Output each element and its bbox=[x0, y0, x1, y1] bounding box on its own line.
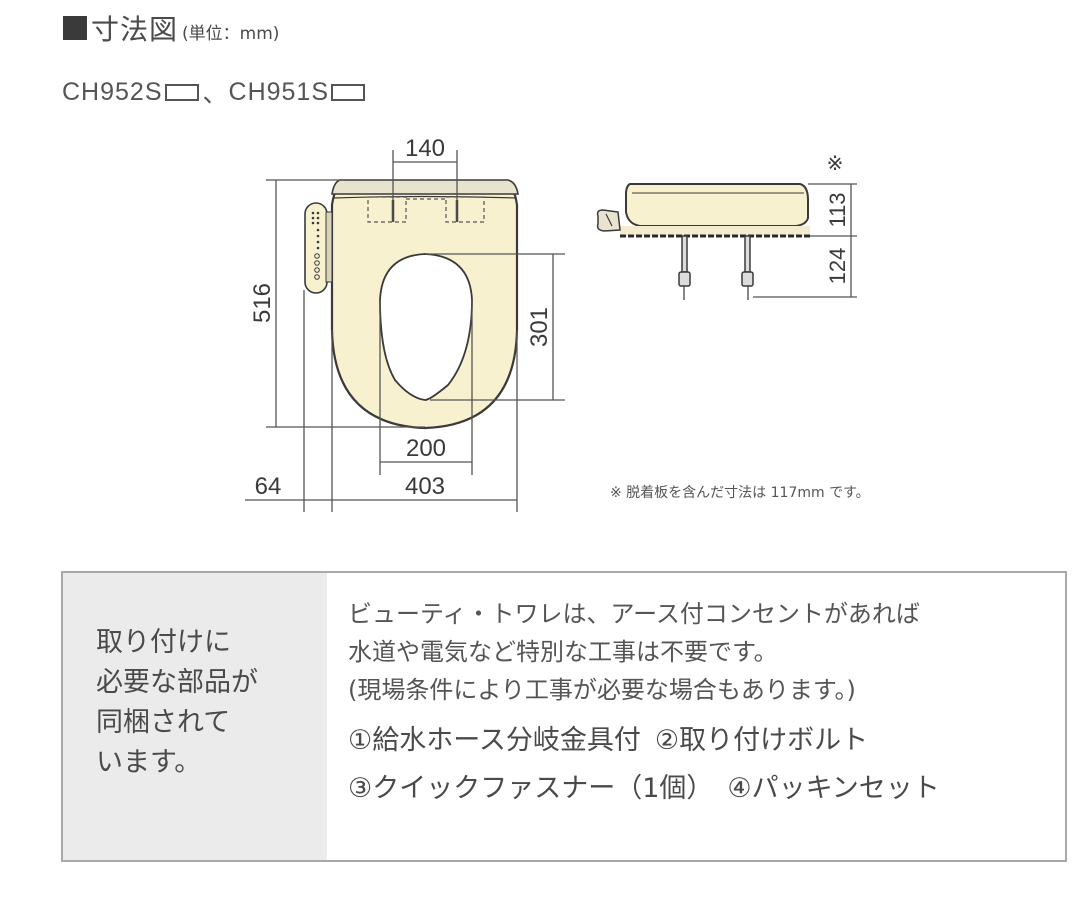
heading-title: 寸法図 bbox=[91, 13, 179, 46]
model-numbers: CH952S 、 CH951S bbox=[62, 74, 369, 110]
label-line: 必要な部品が bbox=[96, 667, 258, 698]
heading-square-icon bbox=[63, 16, 87, 40]
description-line: ビューティ・トワレは、アース付コンセントがあれば bbox=[348, 600, 920, 628]
front-view: 140 516 301 200 403 64 bbox=[245, 135, 565, 512]
label-line: 同梱されて bbox=[96, 707, 231, 738]
model-number-2: CH951S bbox=[228, 77, 330, 106]
table-label-cell: 取り付けに 必要な部品が 同梱されて います。 bbox=[63, 573, 327, 860]
dim-total-length: 516 bbox=[249, 283, 276, 323]
parts-list: ①給水ホース分岐金具付 ②取り付けボルト ③クイックファスナー（1個） ④パッキンセ… bbox=[348, 717, 1065, 813]
description-line: 水道や電気など特別な工事は不要です。 bbox=[348, 638, 778, 666]
dimension-drawing: 140 516 301 200 403 64 bbox=[245, 135, 857, 512]
dimension-footnote: ※ 脱着板を含んだ寸法は 117mm です。 bbox=[610, 485, 870, 501]
heading-unit-note: (単位：mm) bbox=[182, 23, 280, 44]
part-item: ②取り付けボルト bbox=[654, 725, 869, 756]
parts-row: ③クイックファスナー（1個） ④パッキンセット bbox=[348, 765, 1065, 813]
part-item: ①給水ホース分岐金具付 bbox=[348, 725, 641, 756]
dim-seat-width: 403 bbox=[405, 473, 445, 500]
color-code-box-icon bbox=[331, 83, 366, 101]
dim-bolt-length: 124 bbox=[825, 248, 850, 285]
table-content-cell: ビューティ・トワレは、アース付コンセントがあれば 水道や電気など特別な工事は不要… bbox=[327, 573, 1065, 860]
dim-opening-length: 301 bbox=[526, 307, 553, 347]
included-parts-table: 取り付けに 必要な部品が 同梱されて います。 ビューティ・トワレは、アース付コ… bbox=[61, 571, 1067, 862]
remote-control bbox=[304, 202, 333, 294]
section-heading: 寸法図 (単位：mm) bbox=[63, 8, 279, 48]
parts-row: ①給水ホース分岐金具付 ②取り付けボルト bbox=[348, 717, 1065, 765]
side-note-mark: ※ bbox=[827, 153, 844, 175]
dim-seat-height: 113 bbox=[825, 192, 850, 227]
dim-hinge-spacing: 140 bbox=[405, 135, 445, 162]
label-line: います。 bbox=[96, 747, 202, 778]
description-line: (現場条件により工事が必要な場合もあります。) bbox=[348, 676, 856, 704]
part-item: ④パッキンセット bbox=[727, 773, 940, 804]
dim-opening-width: 200 bbox=[406, 435, 446, 462]
label-line: 取り付けに bbox=[96, 627, 231, 658]
model-number-1: CH952S bbox=[62, 77, 163, 106]
model-separator: 、 bbox=[202, 80, 229, 108]
side-view: ※ 113 124 bbox=[596, 153, 857, 300]
dim-remote-offset: 64 bbox=[255, 473, 282, 500]
color-code-box-icon bbox=[164, 83, 199, 101]
part-item: ③クイックファスナー（1個） bbox=[348, 773, 714, 804]
